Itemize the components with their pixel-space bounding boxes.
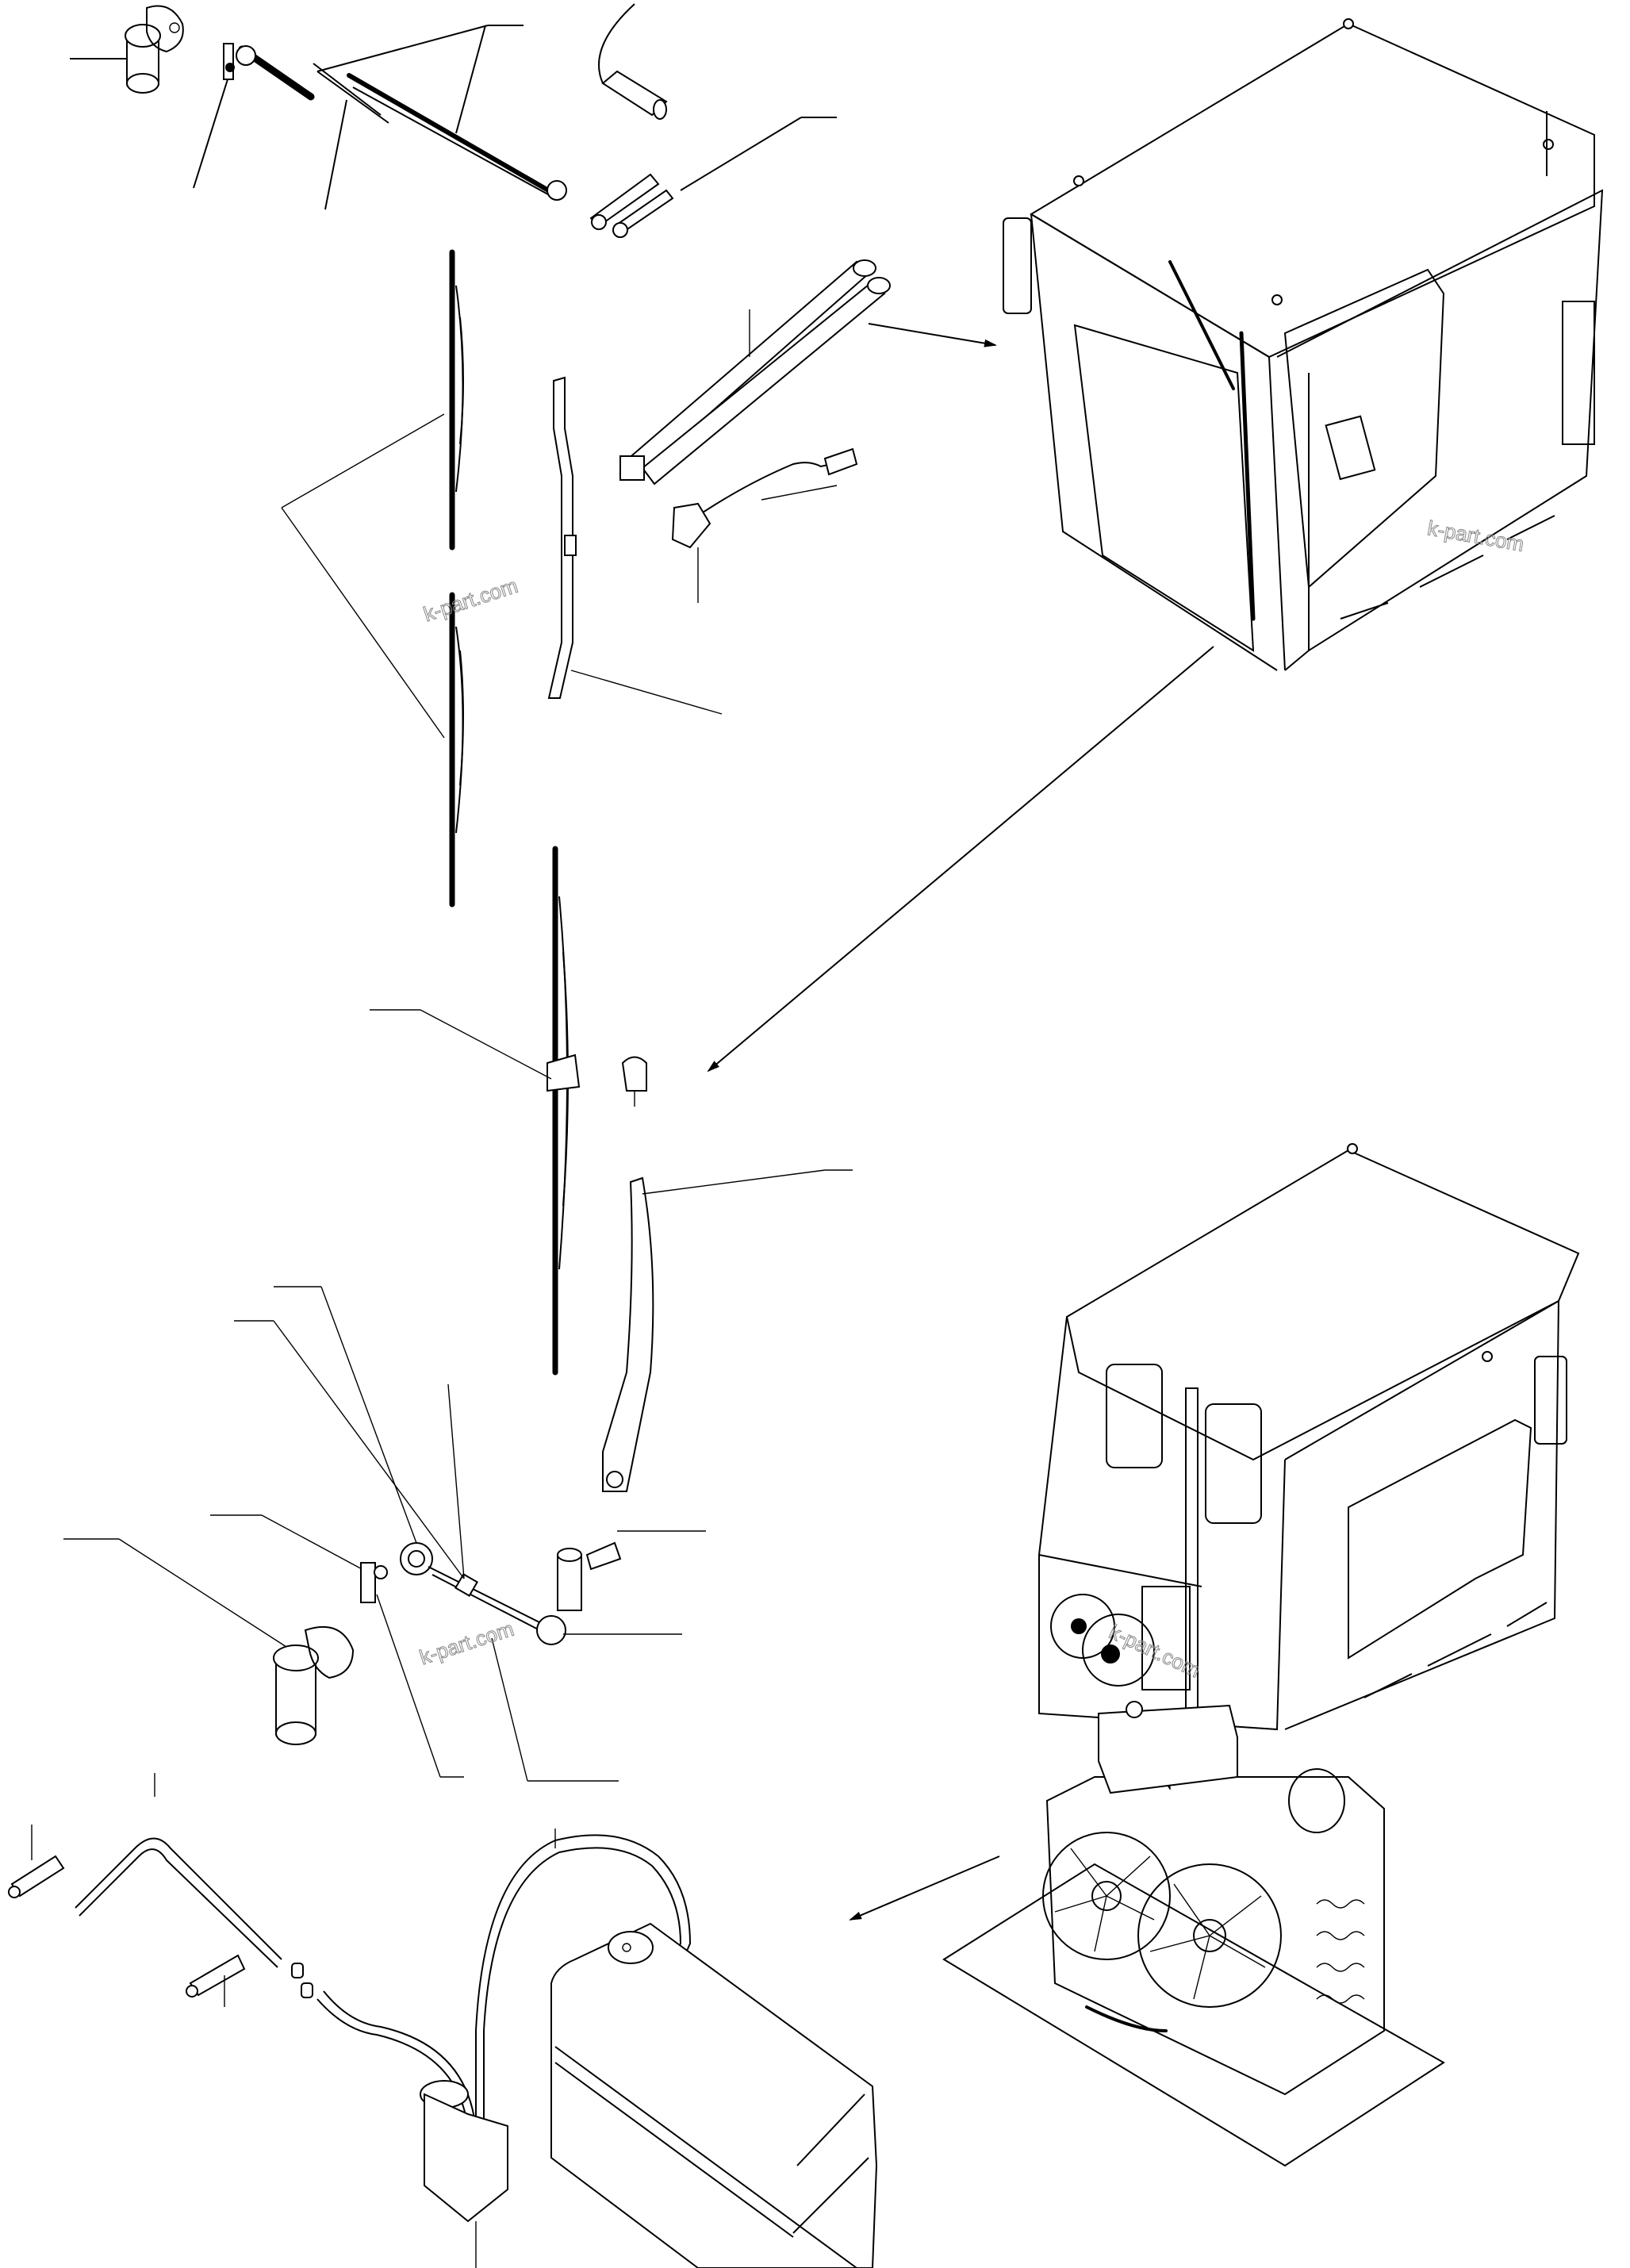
washer-nozzle-hose-top	[598, 3, 668, 120]
wiper-linkage-top	[236, 25, 567, 210]
wiper-motor-bracket	[671, 447, 858, 603]
wiper-blade-lower	[449, 592, 464, 908]
washer-hose-lower	[75, 1773, 477, 2131]
wiper-motor-lower	[63, 1514, 464, 1778]
wiper-blade-long	[370, 846, 581, 1376]
washer-tank	[550, 1922, 878, 2268]
pivot-shaft	[491, 1530, 706, 1782]
linkage-bracket-top	[193, 43, 235, 189]
linkage-lower	[234, 1286, 682, 1645]
wiper-arm-pantograph	[619, 259, 997, 485]
blade-leader-lines	[281, 413, 445, 739]
hose-connectors-top	[589, 117, 837, 238]
wiper-blade-upper	[449, 249, 464, 551]
wiper-arm-straight	[547, 376, 723, 715]
wiper-arm-front	[602, 1169, 853, 1492]
cab-upper	[707, 18, 1604, 1073]
hvac-unit	[849, 1701, 1445, 2167]
washer-nozzles	[8, 1825, 246, 2007]
wiper-arm-clip	[621, 1056, 647, 1107]
wiper-motor-top	[70, 5, 184, 94]
cab-lower	[1038, 1143, 1580, 1790]
